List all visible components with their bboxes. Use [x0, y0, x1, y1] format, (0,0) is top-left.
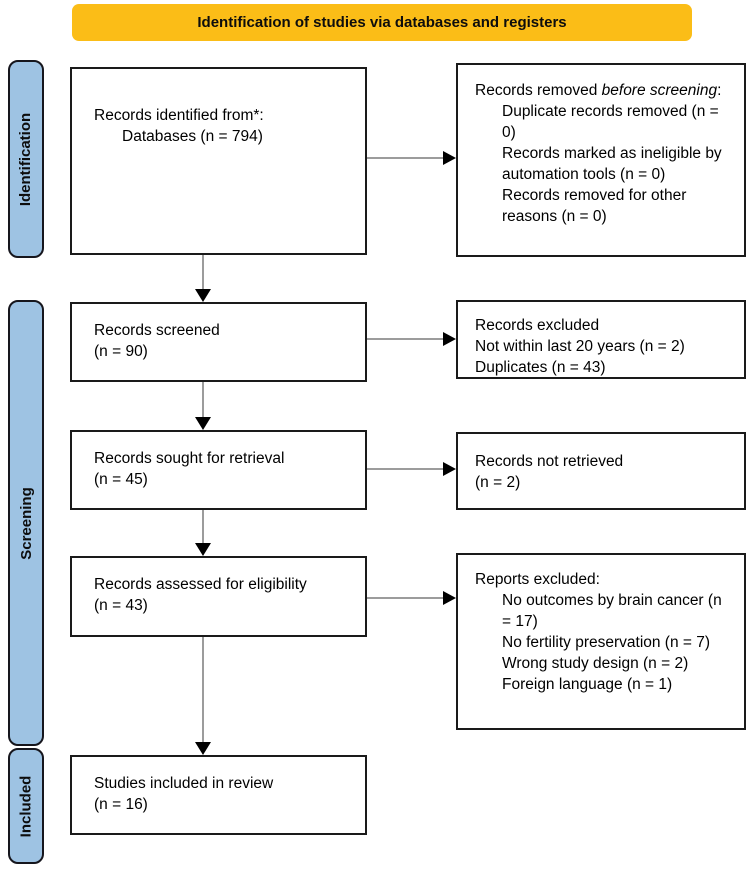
box-records-screened: Records screened (n = 90)	[70, 302, 367, 382]
stage-bar-screening: Screening	[8, 300, 44, 746]
box-records-sought: Records sought for retrieval (n = 45)	[70, 430, 367, 510]
box-records-identified: Records identified from*: Databases (n =…	[70, 67, 367, 255]
box-line: Foreign language (n = 1)	[502, 676, 673, 693]
box-records-removed-before-screening: Records removed before screening: Duplic…	[456, 63, 746, 257]
box-line: Records sought for retrieval	[94, 450, 285, 467]
right-arrowhead-icon	[443, 591, 456, 605]
arrow-shaft	[202, 255, 204, 291]
box-line: Studies included in review	[94, 775, 274, 792]
box-line: Duplicates (n = 43)	[475, 359, 606, 376]
arrow-shaft	[367, 597, 445, 599]
stage-label-identification: Identification	[17, 112, 35, 206]
right-arrow-sought-to-not-retrieved	[367, 462, 456, 476]
down-arrowhead-icon	[195, 289, 211, 302]
box-line: (n = 16)	[94, 796, 148, 813]
down-arrow-identified-to-screened	[195, 255, 211, 302]
banner: Identification of studies via databases …	[72, 4, 692, 41]
down-arrowhead-icon	[195, 417, 211, 430]
box-line: Not within last 20 years (n = 2)	[475, 338, 685, 355]
box-reports-excluded: Reports excluded: No outcomes by brain c…	[456, 553, 746, 730]
box-title: Records removed before screening:	[475, 82, 722, 99]
box-records-assessed: Records assessed for eligibility (n = 43…	[70, 556, 367, 637]
banner-title: Identification of studies via databases …	[197, 14, 567, 31]
box-records-not-retrieved: Records not retrieved (n = 2)	[456, 432, 746, 510]
box-line: (n = 2)	[475, 474, 521, 491]
right-arrow-screened-to-excluded	[367, 332, 456, 346]
down-arrow-sought-to-assessed	[195, 510, 211, 556]
box-studies-included: Studies included in review (n = 16)	[70, 755, 367, 835]
stage-label-included: Included	[17, 775, 35, 837]
arrow-shaft	[202, 637, 204, 744]
box-line: Records marked as ineligible by automati…	[502, 145, 722, 183]
down-arrow-screened-to-sought	[195, 382, 211, 430]
box-line: Records not retrieved	[475, 453, 624, 470]
right-arrowhead-icon	[443, 151, 456, 165]
box-line: Records excluded	[475, 317, 600, 334]
stage-label-screening: Screening	[17, 486, 35, 560]
box-line: Duplicate records removed (n = 0)	[502, 103, 719, 141]
box-line: Records identified from*:	[94, 107, 264, 124]
arrow-shaft	[367, 338, 445, 340]
box-line: (n = 90)	[94, 343, 148, 360]
arrow-shaft	[202, 382, 204, 419]
box-line: (n = 43)	[94, 597, 148, 614]
box-line: Records assessed for eligibility	[94, 576, 307, 593]
box-line: (n = 45)	[94, 471, 148, 488]
box-line: Records removed for other reasons (n = 0…	[502, 187, 687, 225]
down-arrow-assessed-to-included	[195, 637, 211, 755]
arrow-shaft	[367, 468, 445, 470]
right-arrow-identified-to-removed	[367, 151, 456, 165]
box-records-excluded: Records excluded Not within last 20 year…	[456, 300, 746, 379]
box-line: Databases (n = 794)	[122, 128, 263, 145]
stage-bar-identification: Identification	[8, 60, 44, 258]
down-arrowhead-icon	[195, 543, 211, 556]
right-arrow-assessed-to-reports-excluded	[367, 591, 456, 605]
arrow-shaft	[202, 510, 204, 545]
down-arrowhead-icon	[195, 742, 211, 755]
box-line: No outcomes by brain cancer (n = 17)	[502, 592, 722, 630]
box-line: Records screened	[94, 322, 220, 339]
stage-bar-included: Included	[8, 748, 44, 864]
box-title: Reports excluded:	[475, 571, 600, 588]
right-arrowhead-icon	[443, 332, 456, 346]
box-line: Wrong study design (n = 2)	[502, 655, 689, 672]
right-arrowhead-icon	[443, 462, 456, 476]
box-line: No fertility preservation (n = 7)	[502, 634, 711, 651]
arrow-shaft	[367, 157, 445, 159]
